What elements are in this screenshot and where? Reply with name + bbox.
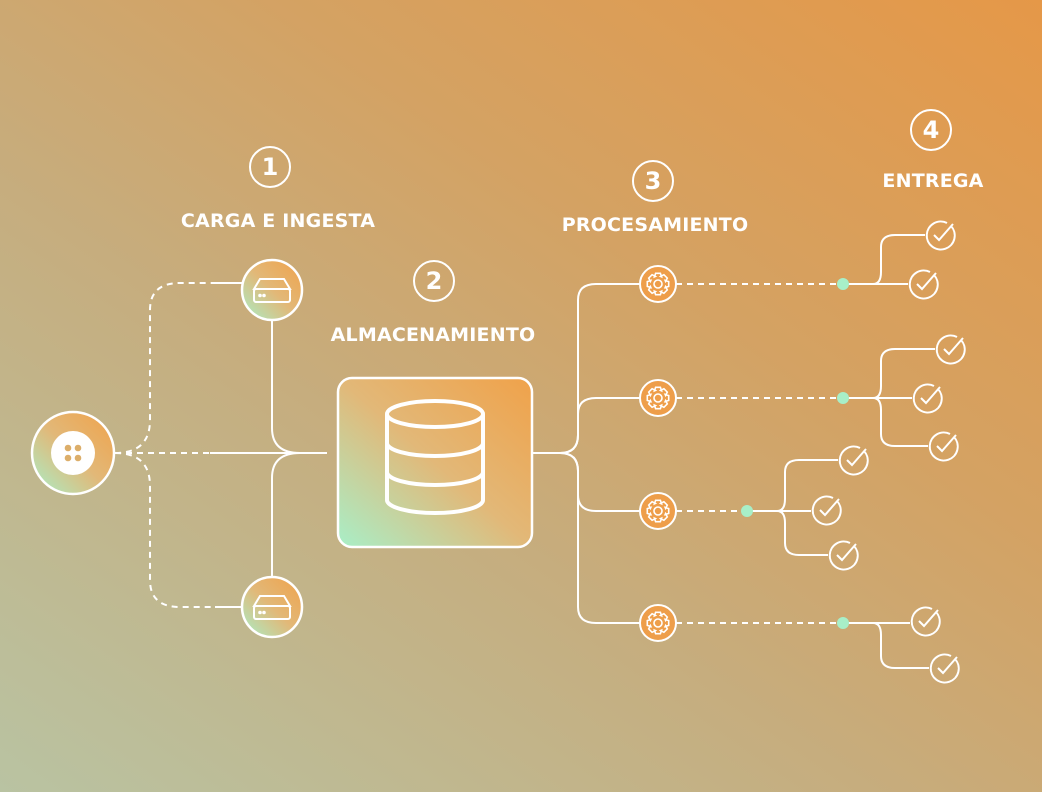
- connector-line: [271, 320, 301, 454]
- process-node-1: [639, 265, 677, 303]
- database-icon: [385, 399, 485, 515]
- connector-line: [776, 459, 838, 512]
- connector-line: [872, 397, 928, 447]
- check-circle-icon: [925, 220, 956, 251]
- storage-box: [336, 376, 534, 549]
- check-circle-icon: [928, 431, 959, 462]
- check-circle-icon: [838, 445, 869, 476]
- stage-4-label: ENTREGA: [882, 170, 984, 192]
- check-circle-icon: [828, 540, 859, 571]
- process-node-2: [639, 379, 677, 417]
- stage-1-number: 1: [249, 146, 291, 188]
- connector-line: [872, 348, 935, 399]
- connector-line: [559, 397, 640, 454]
- app-grid-dot: [74, 454, 82, 462]
- stage-3-number: 3: [632, 160, 674, 202]
- app-grid-icon: [51, 431, 95, 475]
- check-circle-icon: [912, 383, 943, 414]
- gear-icon: [646, 386, 670, 410]
- junction-dot: [837, 392, 849, 404]
- process-node-3: [639, 492, 677, 530]
- stage-4-number: 4: [910, 109, 952, 151]
- server-drive-icon: [252, 278, 292, 303]
- stage-2-number: 2: [413, 260, 455, 302]
- check-circle-icon: [910, 606, 941, 637]
- server-drive-icon: [252, 595, 292, 620]
- gear-icon: [646, 272, 670, 296]
- connector-line: [872, 622, 929, 669]
- gear-icon: [646, 611, 670, 635]
- connector-line: [559, 452, 640, 512]
- stage-3-label: PROCESAMIENTO: [561, 214, 749, 236]
- connector-line: [559, 452, 640, 624]
- connector-line: [872, 234, 925, 285]
- check-circle-icon: [935, 334, 966, 365]
- junction-dot: [837, 278, 849, 290]
- dashed-connector: [114, 282, 215, 454]
- stage-1-label: CARGA E INGESTA: [180, 210, 376, 232]
- connector-line: [776, 510, 828, 556]
- check-circle-icon: [811, 495, 842, 526]
- process-node-4: [639, 604, 677, 642]
- connector-line: [559, 283, 640, 454]
- check-circle-icon: [929, 653, 960, 684]
- app-grid-dot: [64, 444, 72, 452]
- connector-line: [271, 452, 301, 577]
- stage-2-label: ALMACENAMIENTO: [330, 324, 536, 346]
- app-grid-dot: [74, 444, 82, 452]
- junction-dot: [837, 617, 849, 629]
- check-circle-icon: [908, 269, 939, 300]
- junction-dot: [741, 505, 753, 517]
- dashed-connector: [114, 452, 215, 608]
- app-grid-dot: [64, 454, 72, 462]
- gear-icon: [646, 499, 670, 523]
